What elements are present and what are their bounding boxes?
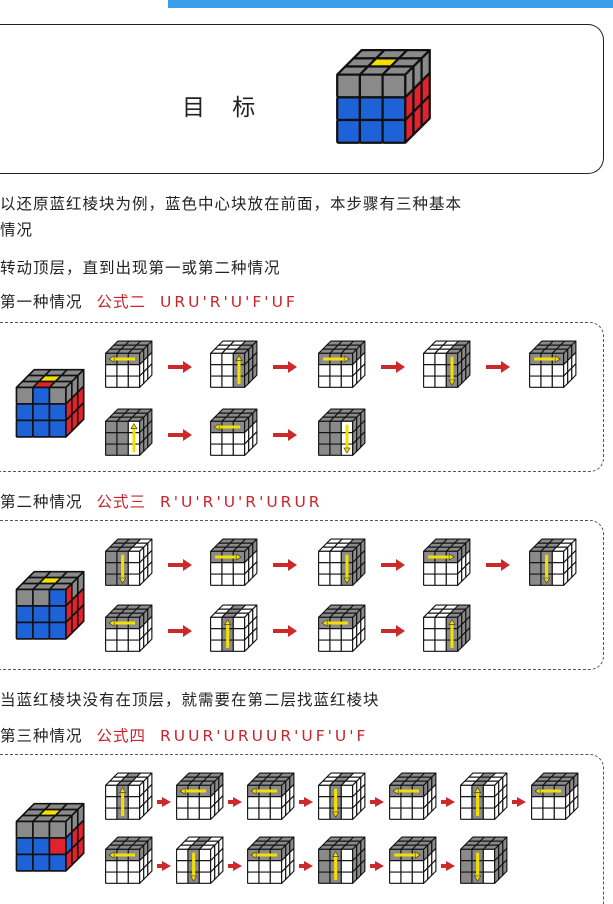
- case2-start-cube: [12, 564, 86, 646]
- case2-step-cube: [313, 534, 369, 590]
- case3-step-cube: [100, 768, 156, 824]
- middle-note: 当蓝红棱块没有在顶层，就需要在第二层找蓝红棱块: [0, 691, 380, 709]
- case2-panel: [0, 520, 604, 670]
- goal-title: 目 标: [182, 95, 266, 121]
- case3-label: 第三种情况: [0, 727, 83, 745]
- case2-formula: R'U'R'U'R'URUR: [160, 493, 323, 511]
- case2-step-cube: [313, 600, 369, 656]
- step-arrow-icon: [273, 426, 297, 441]
- case2-label: 第二种情况: [0, 493, 83, 511]
- case3-step-cube: [313, 768, 369, 824]
- case1-formula-name: 公式二: [96, 293, 147, 311]
- case2-step-cube: [418, 534, 474, 590]
- case3-start-cube: [12, 796, 86, 878]
- case1-step-cube: [100, 404, 156, 460]
- step-arrow-icon: [228, 792, 242, 807]
- step-arrow-icon: [381, 556, 405, 571]
- step-arrow-icon: [273, 358, 297, 373]
- step-arrow-icon: [486, 556, 510, 571]
- step-arrow-icon: [168, 358, 192, 373]
- case2-step-cube: [100, 600, 156, 656]
- step-arrow-icon: [168, 556, 192, 571]
- step-arrow-icon: [381, 622, 405, 637]
- case1-step-cube: [205, 404, 261, 460]
- case1-panel: [0, 322, 604, 472]
- step-arrow-icon: [441, 856, 455, 871]
- case3-step-cube: [242, 768, 298, 824]
- case1-step-cube: [313, 404, 369, 460]
- case3-step-cube: [455, 832, 511, 888]
- goal-cube-image: [330, 40, 434, 152]
- case1-step-cube: [205, 336, 261, 392]
- case1-step-cube: [313, 336, 369, 392]
- case2-step-cube: [524, 534, 580, 590]
- header-accent-bar: [168, 0, 613, 8]
- case1-start-cube: [12, 362, 86, 444]
- step-arrow-icon: [228, 856, 242, 871]
- case1-label: 第一种情况: [0, 293, 83, 311]
- step-arrow-icon: [299, 792, 313, 807]
- case3-step-cube: [384, 768, 440, 824]
- case3-step-cube: [171, 832, 227, 888]
- case3-step-cube: [384, 832, 440, 888]
- case3-formula: RUUR'URUUR'UF'U'F: [160, 727, 369, 745]
- step-arrow-icon: [273, 556, 297, 571]
- case3-panel: [0, 754, 604, 904]
- case3-formula-name: 公式四: [96, 727, 147, 745]
- case3-step-cube: [100, 832, 156, 888]
- intro-line-3: 转动顶层，直到出现第一或第二种情况: [0, 259, 281, 277]
- goal-panel: [0, 24, 604, 174]
- intro-line-2: 情况: [0, 221, 34, 239]
- step-arrow-icon: [299, 856, 313, 871]
- step-arrow-icon: [157, 792, 171, 807]
- step-arrow-icon: [512, 792, 526, 807]
- case1-step-cube: [100, 336, 156, 392]
- step-arrow-icon: [157, 856, 171, 871]
- case3-step-cube: [242, 832, 298, 888]
- case3-step-cube: [313, 832, 369, 888]
- step-arrow-icon: [168, 426, 192, 441]
- case3-step-cube: [526, 768, 582, 824]
- step-arrow-icon: [168, 622, 192, 637]
- case1-heading: 第一种情况公式二 URU'R'U'F'UF: [0, 290, 298, 312]
- case2-heading: 第二种情况公式三 R'U'R'U'R'URUR: [0, 490, 323, 512]
- case1-step-cube: [418, 336, 474, 392]
- step-arrow-icon: [381, 358, 405, 373]
- step-arrow-icon: [486, 358, 510, 373]
- case2-formula-name: 公式三: [96, 493, 147, 511]
- step-arrow-icon: [370, 792, 384, 807]
- case2-step-cube: [205, 600, 261, 656]
- case2-step-cube: [100, 534, 156, 590]
- case2-step-cube: [205, 534, 261, 590]
- step-arrow-icon: [441, 792, 455, 807]
- case1-step-cube: [524, 336, 580, 392]
- case3-heading: 第三种情况公式四 RUUR'URUUR'UF'U'F: [0, 724, 368, 746]
- step-arrow-icon: [273, 622, 297, 637]
- case3-step-cube: [455, 768, 511, 824]
- case3-step-cube: [171, 768, 227, 824]
- step-arrow-icon: [370, 856, 384, 871]
- intro-line-1: 以还原蓝红棱块为例，蓝色中心块放在前面，本步骤有三种基本: [0, 195, 463, 213]
- case1-formula: URU'R'U'F'UF: [160, 293, 298, 311]
- case2-step-cube: [418, 600, 474, 656]
